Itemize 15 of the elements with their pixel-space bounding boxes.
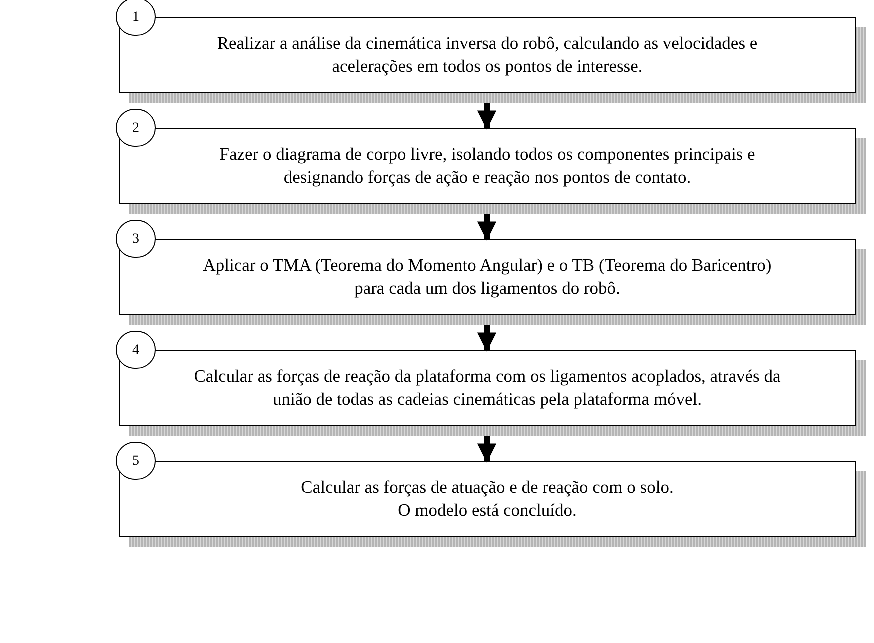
step-text: O modelo está concluído. [398, 499, 577, 522]
step-text: Calcular as forças de reação da plataforma com os ligamentos acoplados, através da união de todas as cadeias cinemáticas pela plataforma móvel. [193, 365, 782, 411]
step-number: 4 [132, 342, 140, 360]
step-number: 1 [132, 8, 140, 26]
step-text: Calcular as forças de atuação e de reação com o solo. [301, 476, 674, 499]
step-number: 2 [132, 120, 140, 138]
step-text: Fazer o diagrama de corpo livre, isolando todos os componentes principais e designando forças de ação e reação nos pontos de contato. [218, 143, 756, 189]
step-text: Aplicar o TMA (Teorema do Momento Angular) e o TB (Teorema do Baricentro) para cada um dos ligamentos do robô. [202, 254, 773, 300]
arrow [477, 214, 497, 241]
arrow [477, 436, 497, 463]
step-text: Realizar a análise da cinemática inversa do robô, calculando as velocidades e acelerações em todos os pontos de interesse. [216, 32, 759, 78]
step-number: 5 [132, 452, 140, 470]
step-number: 3 [132, 230, 140, 248]
arrow [477, 325, 497, 352]
arrow [477, 103, 497, 130]
